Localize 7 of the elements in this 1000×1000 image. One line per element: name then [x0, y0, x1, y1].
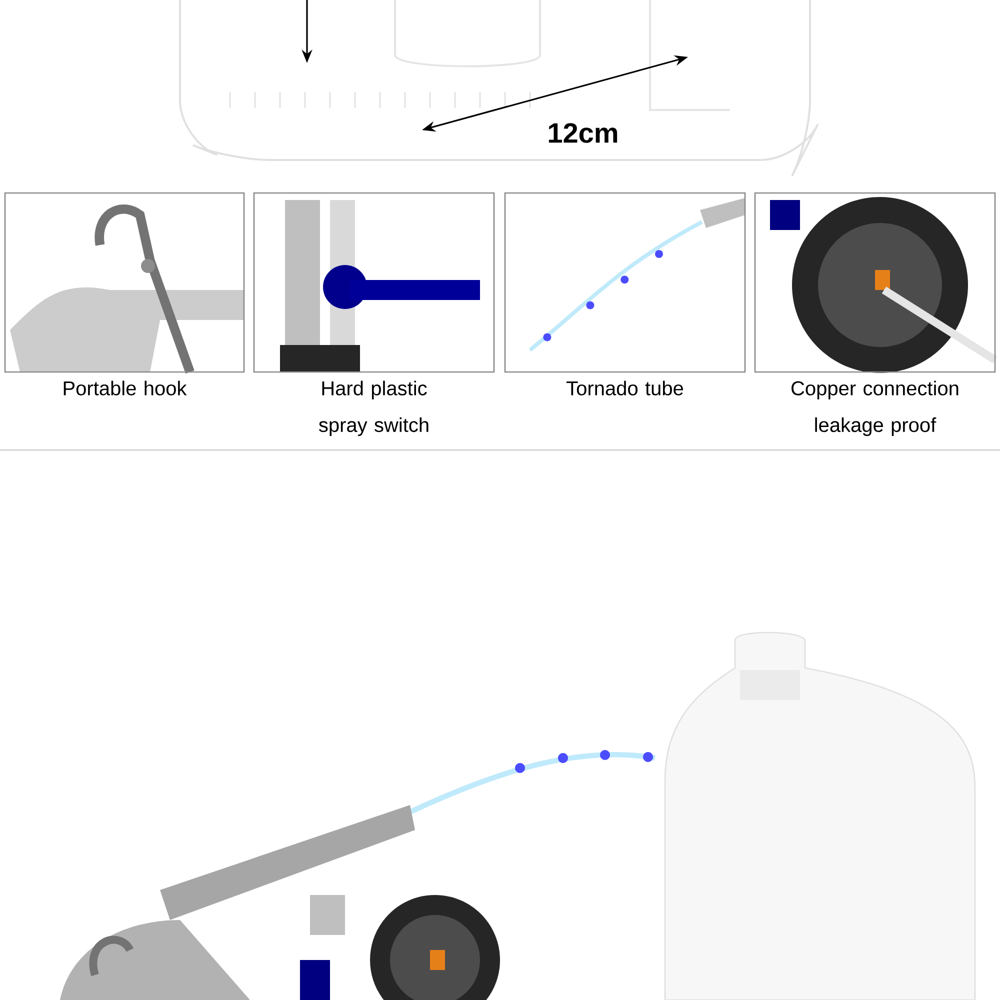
photo-panel — [504, 192, 746, 373]
photo-panel — [253, 192, 495, 373]
dimension-label: 12cm — [548, 123, 618, 143]
caption: Tornado tube — [566, 380, 684, 396]
caption: Portable hook — [64, 380, 187, 396]
caption: Hard plastic spray switch — [319, 380, 428, 436]
caption: Copper connection leakage proof — [792, 380, 958, 436]
